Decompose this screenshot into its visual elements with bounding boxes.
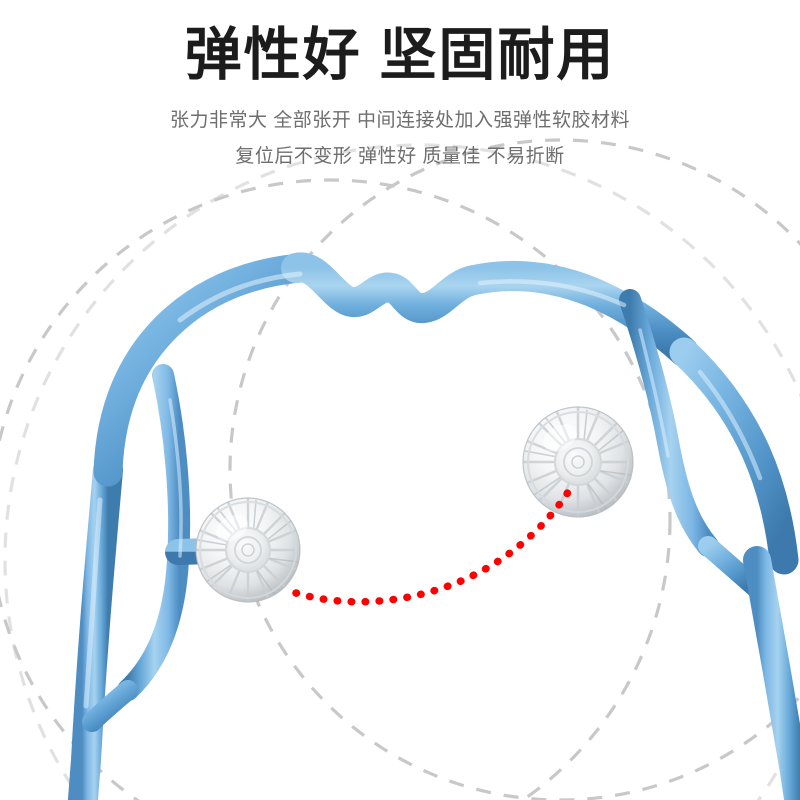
- guide-circles: [0, 138, 800, 800]
- frame-left-outer-arm: [93, 253, 315, 487]
- roller-frame: [67, 252, 800, 800]
- frame-left-loop-junction: [82, 680, 138, 732]
- frame-highlights: [83, 271, 763, 709]
- elastic-connection-path: [292, 482, 576, 606]
- guide-circle-large-right: [228, 138, 800, 800]
- frame-left-inner-loop: [117, 364, 191, 701]
- frame-right-outer-arm: [669, 337, 799, 575]
- guide-circle-large-left: [0, 178, 672, 800]
- frame-left-handle: [67, 455, 123, 800]
- frame-right-handle: [743, 546, 800, 800]
- left-massage-ball: [195, 497, 301, 603]
- right-massage-ball: [522, 406, 634, 518]
